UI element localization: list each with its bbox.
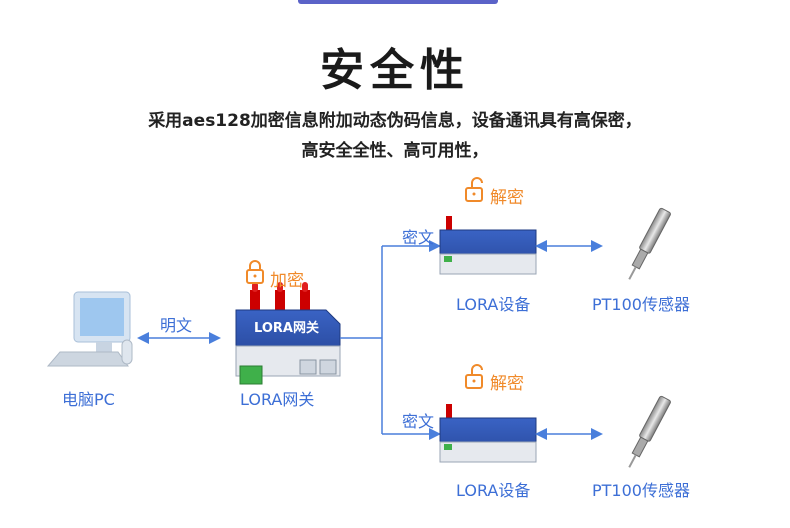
lora-device-label-top: LORA设备 xyxy=(456,295,531,314)
page-title: 安全性 xyxy=(320,45,470,96)
lock-closed-icon xyxy=(246,260,264,284)
computer-icon xyxy=(46,291,133,367)
pt100-sensor-icon-bottom xyxy=(628,395,671,468)
decrypt-label-top: 解密 xyxy=(490,188,524,208)
gateway-device-text: LORA网关 xyxy=(254,321,319,336)
gateway-label: LORA网关 xyxy=(240,390,315,409)
cipher-label-bottom: 密文 xyxy=(402,412,435,431)
plain-text-label: 明文 xyxy=(160,316,193,335)
lock-open-icon-bottom xyxy=(465,364,483,389)
sensor-label-bottom: PT100传感器 xyxy=(592,481,690,500)
lock-open-icon-top xyxy=(465,177,483,202)
top-accent-bar xyxy=(298,0,498,4)
lora-device-icon-bottom xyxy=(439,404,537,463)
pc-label: 电脑PC xyxy=(62,390,115,409)
encrypt-label: 加密 xyxy=(270,271,304,291)
sensor-label-top: PT100传感器 xyxy=(592,295,690,314)
gateway-device-icon xyxy=(235,282,341,385)
cipher-label-top: 密文 xyxy=(402,228,435,247)
lora-device-icon-top xyxy=(439,216,537,275)
lora-device-label-bottom: LORA设备 xyxy=(456,481,531,500)
pt100-sensor-icon-top xyxy=(628,207,671,280)
subtitle-line-1: 采用aes128加密信息附加动态伪码信息，设备通讯具有高保密， xyxy=(148,111,642,131)
decrypt-label-bottom: 解密 xyxy=(490,374,524,394)
subtitle-line-2: 高安全全性、高可用性， xyxy=(301,141,489,161)
